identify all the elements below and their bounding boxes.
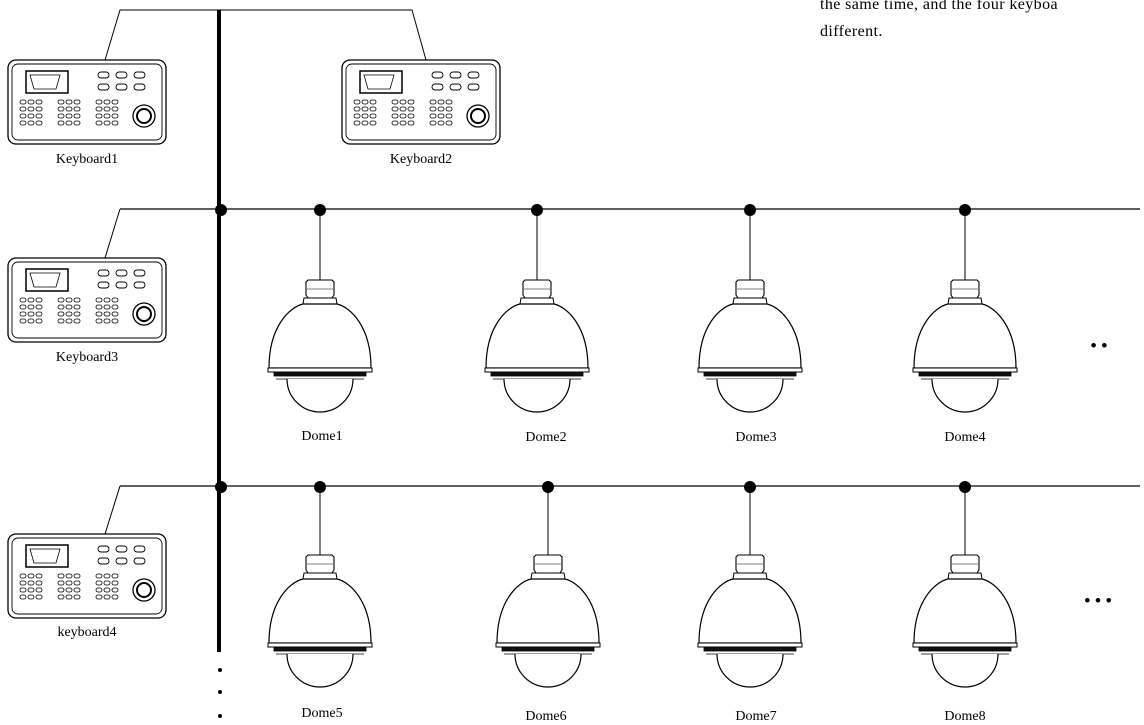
dome-label: Dome1 (301, 429, 342, 444)
dome-label: Dome3 (735, 430, 776, 445)
keyboard-label: Keyboard2 (390, 152, 452, 167)
bus-row-2-junctions (215, 481, 971, 493)
speed-dome-camera-icon (495, 554, 601, 688)
speed-dome-camera-icon (912, 279, 1018, 413)
dome-label: Dome8 (944, 709, 985, 724)
continuation-dots-vertical (218, 668, 222, 718)
speed-dome-camera-icon (267, 279, 373, 413)
ptz-keyboard-icon (7, 533, 167, 619)
speed-dome-camera-icon (912, 554, 1018, 688)
keyboard-label: Keyboard1 (56, 152, 118, 167)
keyboard-label: keyboard4 (57, 625, 116, 640)
bus-row-1-junctions (215, 204, 971, 216)
dome-label: Dome2 (525, 430, 566, 445)
dome-label: Dome4 (944, 430, 985, 445)
speed-dome-camera-icon (267, 554, 373, 688)
dome-label: Dome5 (301, 706, 342, 721)
ptz-keyboard-icon (341, 59, 501, 145)
continuation-dots-row-1: • • (1091, 336, 1108, 355)
keyboard1-2-connection (104, 9, 427, 61)
ptz-keyboard-icon (7, 59, 167, 145)
continuation-dots-row-2: • • • (1084, 591, 1111, 610)
speed-dome-camera-icon (484, 279, 590, 413)
bus-row-1 (104, 208, 1140, 282)
note-line-1: the same time, and the four keyboa (820, 0, 1058, 13)
keyboard-label: Keyboard3 (56, 350, 118, 365)
bus-row-2 (104, 485, 1140, 557)
speed-dome-camera-icon (697, 279, 803, 413)
note-line-2: different. (820, 23, 883, 40)
dome-label: Dome6 (525, 709, 566, 724)
ptz-keyboard-icon (7, 257, 167, 343)
dome-label: Dome7 (735, 709, 776, 724)
description-note: the same time, and the four keyboa diffe… (820, 0, 1144, 45)
speed-dome-camera-icon (697, 554, 803, 688)
